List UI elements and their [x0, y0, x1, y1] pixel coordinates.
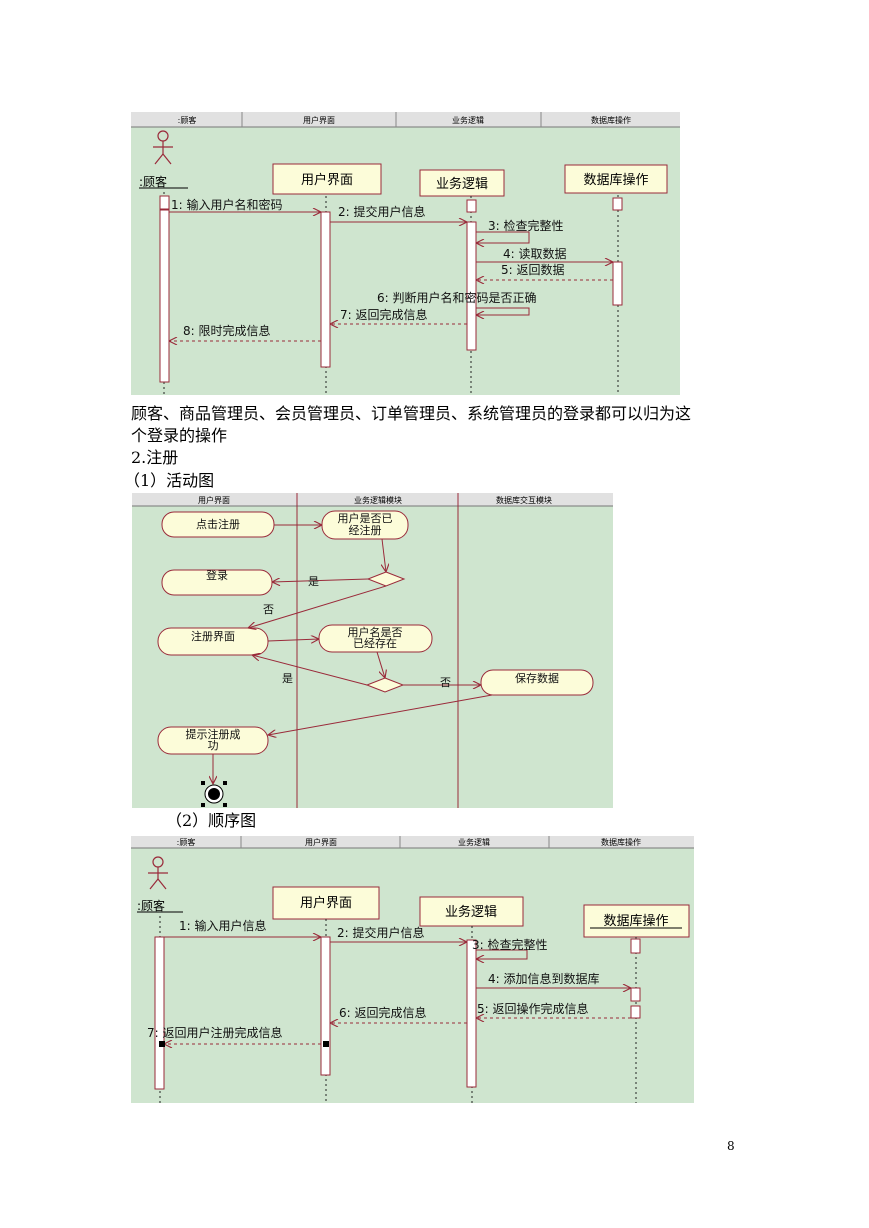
subsection-heading: （2）顺序图 — [166, 811, 257, 830]
object-label: 业务逻辑 — [445, 904, 497, 920]
guard-label: 否 — [263, 603, 274, 616]
register-sequence-diagram: :顾客 用户界面 业务逻辑 数据库操作 :顾客 用户界面 业务逻辑 数据库操作 — [131, 836, 694, 1103]
column-header: 业务逻辑 — [458, 837, 490, 847]
message-label: 5: 返回数据 — [501, 262, 565, 277]
guard-label: 是 — [282, 672, 293, 685]
transition-arrow — [267, 639, 319, 641]
actor-label: :顾客 — [139, 174, 167, 189]
node-label: 用户名是否 — [348, 625, 403, 639]
login-sequence-diagram: :顾客 用户界面 业务逻辑 数据库操作 :顾客 用户界面 业务逻辑 数据库操作 — [131, 112, 680, 395]
message-label: 7: 返回完成信息 — [340, 307, 428, 322]
self-message-arrow — [476, 949, 528, 959]
transition-arrow — [272, 579, 369, 582]
activation-bars — [159, 195, 623, 383]
header-bar — [131, 836, 694, 848]
body-paragraph-line: 个登录的操作 — [131, 426, 228, 445]
transition-arrow — [376, 651, 385, 678]
node-label: 点击注册 — [196, 517, 240, 531]
node-label: 用户是否已 — [338, 511, 393, 525]
swimlane-header: 数据库交互模块 — [496, 495, 552, 505]
subsection-heading: （1）活动图 — [124, 471, 215, 490]
column-header: :顾客 — [178, 115, 197, 125]
message-label: 2: 提交用户信息 — [338, 204, 426, 219]
object-label: 数据库操作 — [603, 913, 668, 929]
body-paragraph-line: 顾客、商品管理员、会员管理员、订单管理员、系统管理员的登录都可以归为这 — [131, 404, 692, 423]
column-header: :顾客 — [177, 837, 196, 847]
message-label: 4: 添加信息到数据库 — [488, 971, 600, 986]
message-label: 4: 读取数据 — [503, 246, 567, 261]
message-label: 8: 限时完成信息 — [183, 323, 271, 338]
object-box-logic — [419, 169, 505, 197]
message-label: 6: 返回完成信息 — [339, 1005, 427, 1020]
message-label: 3: 检查完整性 — [472, 937, 548, 952]
swimlane-header: 业务逻辑模块 — [354, 495, 402, 505]
message-label: 2: 提交用户信息 — [337, 925, 425, 940]
node-label: 登录 — [206, 568, 228, 582]
page-number: 8 — [727, 1139, 735, 1153]
header-bar — [132, 493, 613, 506]
message-label: 3: 检查完整性 — [488, 218, 564, 233]
transition-arrow — [268, 694, 493, 735]
self-message-arrow — [476, 307, 530, 315]
object-box-ui — [272, 163, 382, 195]
object-label: 数据库操作 — [583, 172, 648, 188]
guard-label: 是 — [308, 575, 319, 588]
register-activity-diagram: 用户界面 业务逻辑模块 数据库交互模块 点击注册 用户是否已 经注册 登录 注册… — [132, 493, 613, 808]
column-header: 用户界面 — [305, 837, 337, 847]
column-header: 数据库操作 — [601, 837, 641, 847]
diagram-background — [131, 112, 680, 395]
actor-label: :顾客 — [137, 898, 165, 913]
section-heading: 2.注册 — [131, 448, 179, 467]
message-label: 7: 返回用户注册完成信息 — [147, 1025, 283, 1040]
object-label: 用户界面 — [301, 172, 353, 188]
actor-icon — [148, 856, 168, 890]
guard-label: 否 — [440, 676, 451, 689]
column-header: 用户界面 — [303, 115, 335, 125]
transition-arrow — [252, 655, 368, 686]
message-label: 5: 返回操作完成信息 — [477, 1001, 589, 1016]
object-box-database — [564, 164, 668, 194]
node-label: 保存数据 — [515, 671, 559, 685]
node-label: 功 — [208, 739, 219, 752]
self-message-arrow — [476, 231, 530, 243]
column-header: 业务逻辑 — [452, 115, 484, 125]
swimlane-header: 用户界面 — [198, 495, 230, 505]
transition-arrow — [248, 585, 387, 628]
decision-diamond — [365, 677, 405, 693]
column-header: 数据库操作 — [591, 115, 631, 125]
node-label: 提示注册成 — [186, 727, 241, 741]
message-label: 1: 输入用户名和密码 — [171, 197, 283, 212]
message-label: 6: 判断用户名和密码是否正确 — [377, 290, 537, 305]
object-box-database — [583, 904, 690, 938]
transition-arrow — [382, 538, 386, 572]
object-label: 用户界面 — [300, 895, 352, 911]
header-bar — [131, 112, 680, 127]
activity-node — [157, 627, 269, 656]
message-label: 1: 输入用户信息 — [179, 918, 267, 933]
object-box-logic — [419, 896, 524, 927]
node-label: 注册界面 — [191, 629, 235, 643]
final-node — [201, 781, 227, 807]
activation-bars — [154, 936, 641, 1090]
object-label: 业务逻辑 — [436, 176, 488, 192]
node-label: 已经存在 — [353, 636, 397, 650]
actor-icon — [153, 130, 173, 165]
diagram-background — [131, 836, 694, 1103]
node-label: 经注册 — [349, 523, 382, 537]
